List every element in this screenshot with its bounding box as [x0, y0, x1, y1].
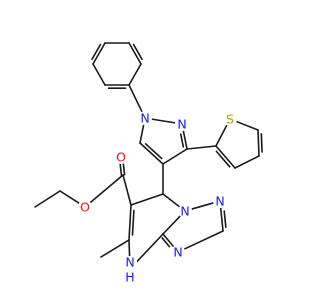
bond-t5-t4-second: [260, 132, 263, 153]
bond-t4-t3: [234, 155, 260, 169]
bond-C5r-N4: [128, 239, 131, 260]
thiophene-s-label: S: [223, 112, 237, 127]
bond-N2t-C2t-second: [223, 210, 227, 229]
bond-Oe-CH2: [59, 190, 80, 205]
bond-C4-C5-second: [144, 142, 163, 160]
bond-ph2-ph3-second: [91, 43, 102, 61]
molecule-structure: N N S O O N N N: [34, 42, 263, 285]
bond-C5-N1: [139, 124, 145, 144]
svg-text:N: N: [173, 245, 182, 260]
bond-C3-t2: [186, 145, 217, 150]
bond-N4t-C3a-second: [161, 237, 171, 248]
bond-Cc-Oc-second: [119, 163, 123, 176]
bond-N8-N2t: [190, 202, 215, 210]
bond-ph2-ph3: [92, 42, 106, 65]
bond-t3-t2: [215, 145, 236, 169]
bond-ph5-N1: [128, 84, 143, 113]
svg-text:N: N: [177, 117, 186, 132]
atom-labels: N N S O O N N N: [78, 111, 237, 285]
bond-N1-N2: [151, 118, 176, 124]
bond-ph6-ph1-second: [132, 43, 143, 61]
bond-Cc-Oc: [122, 162, 126, 176]
pyrazole-n1-label: N: [138, 111, 152, 126]
bond-N4t-C3a: [162, 233, 175, 248]
bond-C6-C5r: [128, 204, 132, 241]
bond-C2t-N4t: [183, 230, 224, 250]
bond-t3-t2-second: [215, 150, 231, 168]
svg-text:N: N: [215, 194, 224, 209]
bond-N2-C3: [182, 130, 188, 150]
svg-text:S: S: [226, 112, 234, 127]
bond-t5-t4: [257, 129, 260, 157]
bond-lines: [34, 42, 263, 263]
bond-C6-Cc: [122, 174, 132, 206]
bond-S-t5: [235, 120, 259, 131]
ester-ether-oxygen-label: O: [78, 200, 92, 215]
bond-C5r-Me: [100, 239, 130, 258]
ester-carbonyl-oxygen-label: O: [114, 150, 128, 165]
svg-text:N: N: [125, 255, 134, 270]
bond-t2-S: [215, 124, 228, 147]
bond-C7-C6: [130, 193, 164, 206]
bond-N2-C3-second: [179, 133, 185, 148]
bond-Cc-Oe: [89, 174, 124, 204]
bond-ph6-ph1: [128, 42, 142, 65]
triazole-n2-label: N: [213, 194, 227, 209]
pyrazole-n2-label: N: [175, 117, 189, 132]
svg-text:N: N: [180, 204, 189, 219]
bond-ph3-ph4: [92, 63, 106, 86]
triazole-n4-label: N: [171, 245, 185, 260]
svg-text:N: N: [140, 111, 149, 126]
svg-text:O: O: [116, 150, 126, 165]
ring-nh-label: N H: [123, 255, 137, 285]
bond-CH2-CH3: [34, 190, 61, 208]
svg-text:H: H: [125, 270, 134, 285]
bond-C4-C5: [139, 142, 164, 165]
bond-N8-C7: [162, 193, 181, 208]
bond-N4-C3a: [136, 233, 164, 263]
bond-C6-C5r-second: [131, 209, 135, 236]
bond-ph5-ph6: [128, 63, 142, 86]
bond-N2t-C2t: [219, 207, 224, 232]
triazole-bridge-n-label: N: [178, 204, 192, 219]
bond-C3-C4: [162, 148, 188, 165]
svg-text:O: O: [80, 200, 90, 215]
bond-C3a-N8: [162, 215, 181, 235]
